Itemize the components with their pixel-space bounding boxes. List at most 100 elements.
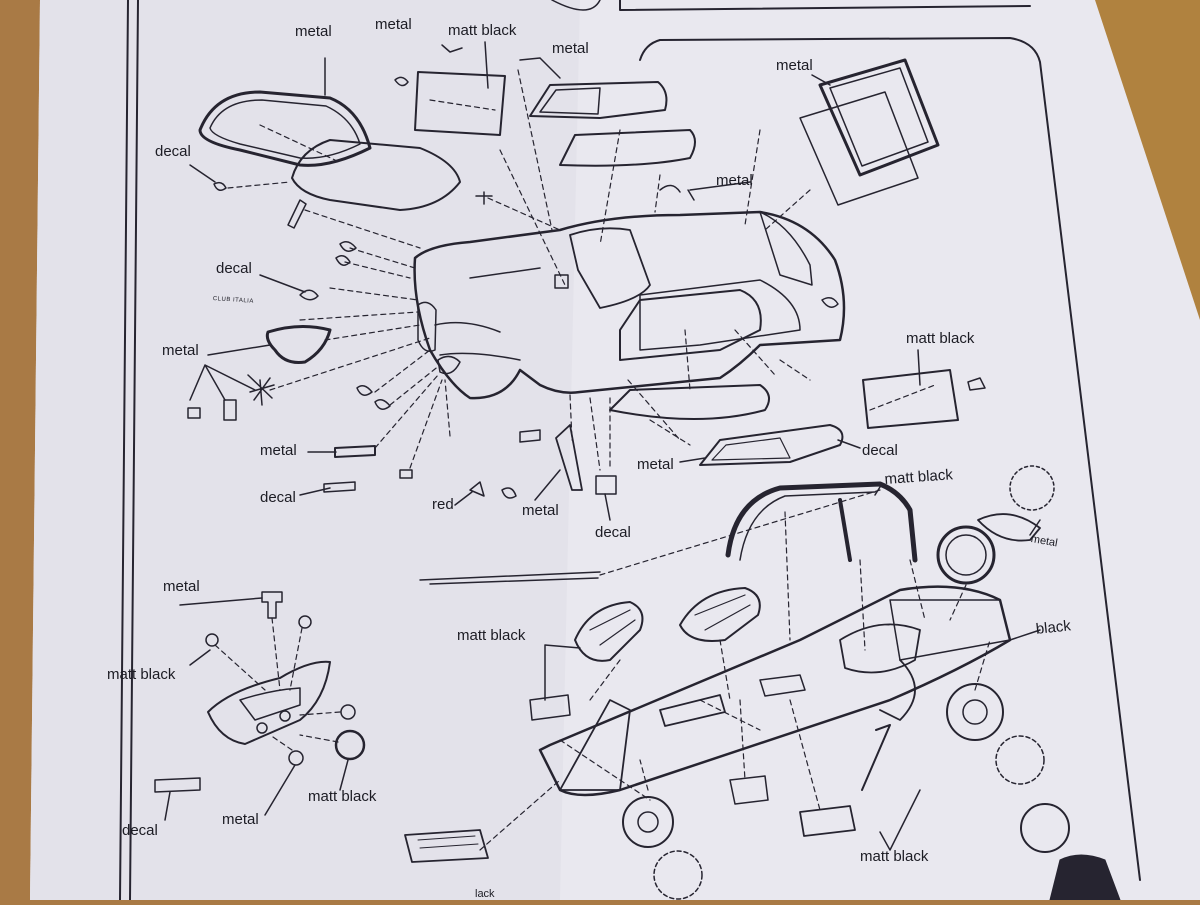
chassis-floor xyxy=(538,585,1012,797)
rear-black-panel xyxy=(862,369,959,429)
antenna-part xyxy=(555,424,583,491)
label-metal: metal xyxy=(295,23,332,40)
exhaust-pipe xyxy=(419,571,601,585)
door-handle xyxy=(554,274,569,289)
bracket-part xyxy=(729,775,769,805)
label-black: black xyxy=(1035,617,1072,638)
left-border-line-inner xyxy=(129,0,139,901)
car-body-grille xyxy=(417,301,437,352)
leader-line xyxy=(189,164,216,183)
wheel-rear xyxy=(946,683,1004,741)
label-decal: decal xyxy=(595,524,631,541)
decal-square xyxy=(595,475,617,495)
leader-line xyxy=(544,644,581,701)
leader-line xyxy=(339,759,349,791)
frame-corner xyxy=(639,39,661,61)
wheel-spoke-disc xyxy=(1009,465,1055,511)
leader-line xyxy=(604,493,611,521)
axle-part xyxy=(861,724,891,791)
leader-line xyxy=(454,491,473,506)
light-part xyxy=(394,76,409,87)
label-metal: metal xyxy=(776,57,813,74)
leader-line xyxy=(259,274,306,293)
windshield-frame-inner xyxy=(209,99,361,159)
label-decal: decal xyxy=(862,442,898,459)
knob xyxy=(340,704,356,720)
small-part xyxy=(399,469,413,479)
label-matt-black: matt black xyxy=(906,330,975,347)
left-border-line xyxy=(119,0,129,901)
leader-lines-dashed xyxy=(227,69,936,471)
leader-line xyxy=(264,764,296,816)
knob xyxy=(205,633,219,647)
wheel-spoke-disc xyxy=(995,735,1045,785)
chassis-front xyxy=(559,699,631,791)
rear-window-glass xyxy=(799,91,919,206)
grille-plate xyxy=(799,805,856,837)
label-red: red xyxy=(432,496,454,513)
small-part xyxy=(441,44,463,53)
leader-line xyxy=(189,364,256,401)
sill-window-inner xyxy=(711,437,791,461)
wheel-rim xyxy=(936,525,996,585)
label-matt-black: matt black xyxy=(448,22,517,39)
gauge xyxy=(279,710,291,722)
roll-bar xyxy=(725,481,918,563)
round-parts xyxy=(356,385,391,410)
round-parts xyxy=(335,241,357,266)
pin-part xyxy=(475,191,493,205)
wheel-hub xyxy=(962,699,988,725)
red-light-part xyxy=(469,481,485,497)
seat-right-pattern xyxy=(694,594,751,631)
lens-part xyxy=(501,487,517,499)
rear-window-frame xyxy=(818,58,940,177)
leader-line xyxy=(299,487,331,496)
wheel-hub xyxy=(637,811,659,833)
decal-round-part xyxy=(213,181,227,191)
dashboard-instrument-recess xyxy=(239,687,301,721)
label-decal: decal xyxy=(260,489,296,506)
chassis-leader-lines xyxy=(479,489,991,851)
small-bracket-parts xyxy=(187,399,237,421)
mirror-part xyxy=(261,591,283,619)
label-decal: decal xyxy=(122,822,158,839)
label-metal: metal xyxy=(163,578,200,595)
knob xyxy=(298,615,312,629)
label-matt-black: matt black xyxy=(457,627,526,644)
label-matt-black: matt black xyxy=(107,666,176,683)
leader-line xyxy=(689,181,751,191)
car-body-side-window xyxy=(639,279,801,351)
seat-left xyxy=(574,601,644,662)
top-frame-line xyxy=(619,0,1031,11)
windshield-frame xyxy=(198,90,372,167)
sill-window-frame xyxy=(699,424,844,466)
leader-line xyxy=(837,439,861,449)
radiator-plate xyxy=(404,829,489,863)
leader-line xyxy=(1029,519,1041,536)
metal-strip xyxy=(334,445,376,458)
right-frame-line xyxy=(659,37,1141,881)
leader-line xyxy=(164,791,171,821)
label-matt-black: matt black xyxy=(308,788,377,805)
wheel-cover xyxy=(977,513,1041,542)
dashboard-panel xyxy=(207,660,331,745)
steering-wheel xyxy=(334,729,366,761)
leader-line xyxy=(679,457,706,463)
windshield-glass xyxy=(291,139,461,211)
tail-light xyxy=(821,297,839,308)
dashboard-decal xyxy=(154,777,201,793)
label-metal: metal xyxy=(552,40,589,57)
small-parts xyxy=(659,184,695,201)
side-window-frame xyxy=(529,81,668,119)
label-decal: decal xyxy=(155,143,191,160)
leader-line xyxy=(189,649,211,666)
rear-panel-part xyxy=(414,71,506,136)
side-window-pane xyxy=(539,87,601,115)
small-part xyxy=(519,429,541,443)
leader-line xyxy=(1009,629,1041,641)
label-metal: metal xyxy=(222,811,259,828)
emblem-star xyxy=(247,374,275,406)
gauge xyxy=(256,722,268,734)
